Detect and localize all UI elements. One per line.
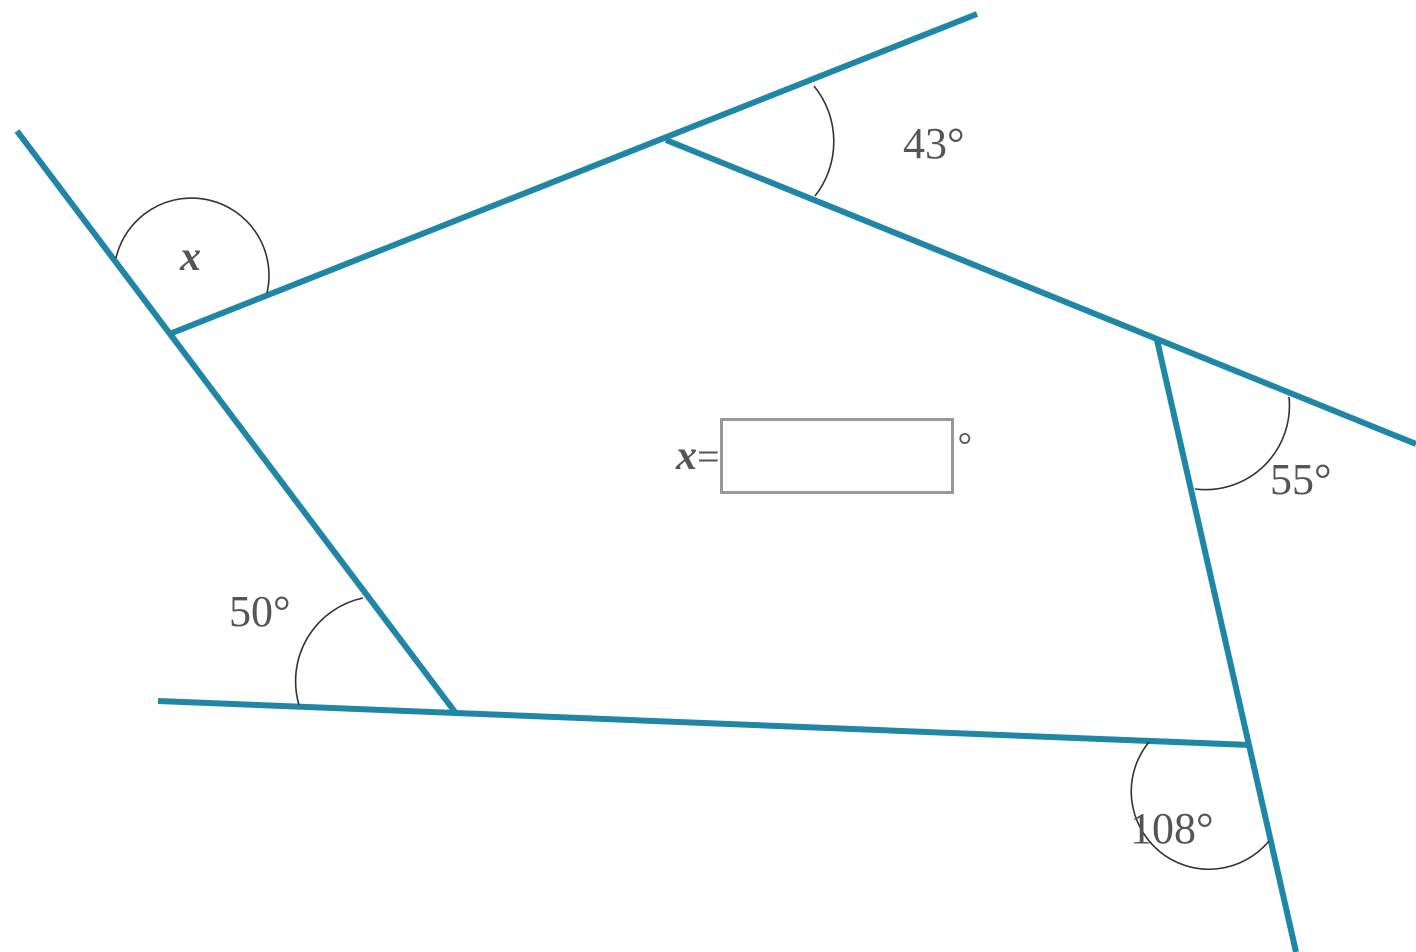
arc-angle-right: [1194, 396, 1291, 491]
line-bottom-side: [157, 698, 1251, 748]
angle-label-top: 43°: [903, 119, 965, 168]
arc-angle-bottom-left: [294, 597, 364, 706]
answer-equals-sign: =: [697, 433, 720, 479]
arc-angle-x: [115, 197, 270, 294]
angle-label-bottom-left: 50°: [229, 587, 291, 636]
line-top-right-side: [664, 137, 1416, 447]
arc-angle-top: [813, 85, 835, 197]
degree-unit: °: [957, 425, 972, 465]
angle-label-bottom-right: 108°: [1130, 804, 1214, 853]
line-top-left-side: [170, 11, 979, 336]
answer-row: x = °: [676, 414, 972, 498]
arc-angle-bottom-right: [1130, 741, 1270, 871]
angle-label-right: 55°: [1270, 455, 1332, 504]
angle-label-x: x: [179, 234, 201, 280]
answer-variable-label: x: [676, 433, 697, 479]
line-left-side: [14, 129, 458, 714]
answer-input[interactable]: [719, 418, 954, 494]
line-right-side: [1154, 339, 1299, 952]
